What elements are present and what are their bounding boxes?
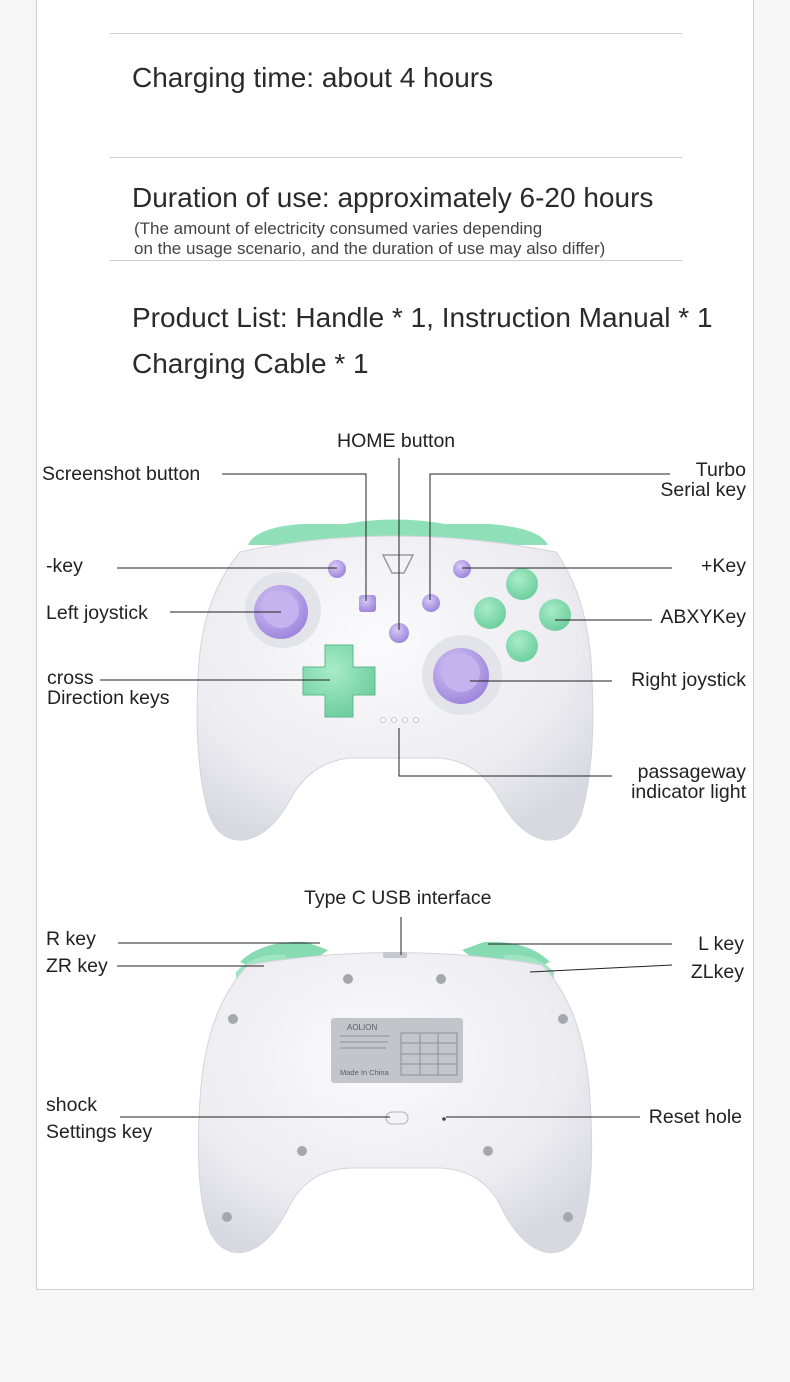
divider xyxy=(110,33,682,34)
dpad xyxy=(302,644,376,718)
product-list-1: Product List: Handle * 1, Instruction Ma… xyxy=(132,302,713,333)
divider xyxy=(110,157,682,158)
screenshot-button xyxy=(359,595,376,612)
label-type-c: Type C USB interface xyxy=(304,887,492,909)
label-plus-key: +Key xyxy=(701,555,746,577)
label-turbo-line2: Serial key xyxy=(660,479,746,501)
label-indicator-line2: indicator light xyxy=(631,781,746,803)
label-left-joystick: Left joystick xyxy=(46,602,148,624)
button-a xyxy=(539,599,571,631)
label-turbo-line1: Turbo xyxy=(695,459,746,481)
shock-switch xyxy=(385,1111,409,1125)
label-l-key: L key xyxy=(698,933,744,955)
back-controller: AOLION Made In China xyxy=(197,941,593,1254)
label-abxy-key: ABXYKey xyxy=(660,606,746,628)
button-b xyxy=(506,630,538,662)
led-3 xyxy=(402,717,408,723)
front-controller xyxy=(196,519,594,841)
plus-button xyxy=(453,560,471,578)
label-shock-line1: shock xyxy=(46,1094,97,1116)
label-r-key: R key xyxy=(46,928,96,950)
label-right-joystick: Right joystick xyxy=(631,669,746,691)
label-cross-line2: Direction keys xyxy=(47,687,170,709)
led-2 xyxy=(391,717,397,723)
sticker-made-in: Made In China xyxy=(340,1068,390,1077)
top-bumpers xyxy=(248,519,548,545)
led-4 xyxy=(413,717,419,723)
lion-logo-icon xyxy=(381,554,415,574)
product-list-2: Charging Cable * 1 xyxy=(132,348,369,379)
label-screenshot-button: Screenshot button xyxy=(42,463,201,485)
sticker-brand: AOLION xyxy=(347,1023,377,1032)
home-button xyxy=(389,623,409,643)
label-shock-line2: Settings key xyxy=(46,1121,153,1143)
label-cross-line1: cross xyxy=(47,667,94,689)
duration-note-2: on the usage scenario, and the duration … xyxy=(134,239,606,258)
back-sticker xyxy=(331,1018,463,1083)
label-zl-key: ZLkey xyxy=(690,961,744,983)
minus-button xyxy=(328,560,346,578)
back-leader-lines xyxy=(117,917,673,1118)
label-indicator-line1: passageway xyxy=(637,761,746,783)
led-1 xyxy=(380,717,386,723)
front-leader-lines xyxy=(100,458,672,777)
turbo-button xyxy=(422,594,440,612)
charging-time: Charging time: about 4 hours xyxy=(132,62,494,93)
back-shell xyxy=(197,952,593,1254)
usb-c-port xyxy=(383,952,407,958)
duration-note-1: (The amount of electricity consumed vari… xyxy=(134,219,543,238)
duration-of-use: Duration of use: approximately 6-20 hour… xyxy=(132,182,654,213)
label-home-button: HOME button xyxy=(337,430,456,452)
label-zr-key: ZR key xyxy=(46,955,108,977)
label-reset-hole: Reset hole xyxy=(648,1106,742,1128)
button-y xyxy=(474,597,506,629)
button-x xyxy=(506,568,538,600)
divider xyxy=(110,260,682,261)
reset-hole xyxy=(442,1117,446,1121)
label-minus-key: -key xyxy=(46,555,83,577)
